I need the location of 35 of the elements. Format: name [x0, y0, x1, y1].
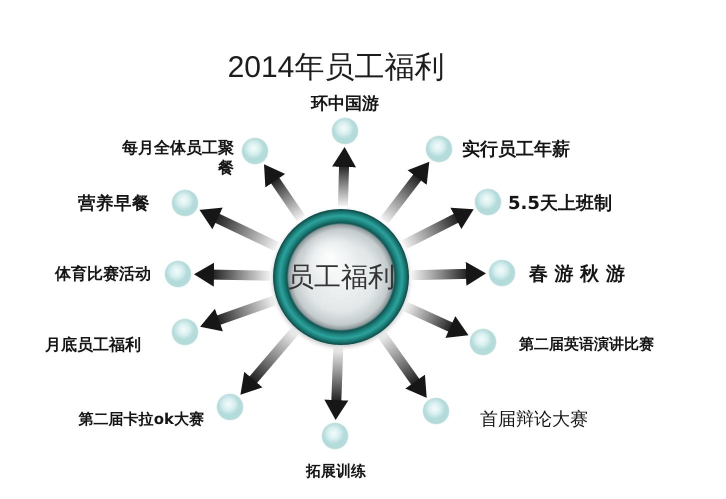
- hub-label: 员工福利: [287, 262, 395, 294]
- hub-circle: [273, 209, 409, 345]
- label-text: 第二届卡拉ok大赛: [78, 410, 204, 428]
- label-text: 每月全体员工聚餐: [122, 138, 234, 177]
- circle-node: [172, 319, 198, 345]
- circle-node: [217, 394, 243, 420]
- circle-node: [475, 189, 501, 215]
- circle-node: [332, 118, 358, 144]
- circle-node: [470, 329, 496, 355]
- arrow: [197, 205, 280, 252]
- arrow: [404, 302, 471, 340]
- arrow: [402, 204, 476, 250]
- arrow: [198, 296, 276, 332]
- circle-node: [322, 423, 348, 449]
- label-text: 第二届英语演讲比赛: [519, 334, 654, 352]
- arrow: [194, 262, 270, 287]
- arrow: [332, 146, 356, 206]
- label-text: 春 游 秋 游: [529, 263, 625, 285]
- label-text: 实行员工年薪: [462, 138, 570, 160]
- circle-node: [489, 260, 515, 286]
- arrow: [324, 348, 348, 420]
- label-text: 营养早餐: [78, 194, 150, 214]
- circle-node: [242, 138, 268, 164]
- label-text: 拓展训练: [306, 462, 366, 480]
- circle-node: [423, 398, 449, 424]
- circle-node: [172, 190, 198, 216]
- label-text: 环中国游: [311, 94, 379, 114]
- label-text: 月底员工福利: [45, 335, 141, 354]
- title: 2014年员工福利: [228, 50, 444, 86]
- arrow: [412, 262, 486, 286]
- circle-node: [426, 136, 452, 162]
- label-text: 首届辩论大赛: [480, 408, 588, 430]
- label-text: 5.5天上班制: [508, 192, 612, 214]
- circle-node: [165, 261, 191, 287]
- label-text: 体育比赛活动: [55, 264, 151, 283]
